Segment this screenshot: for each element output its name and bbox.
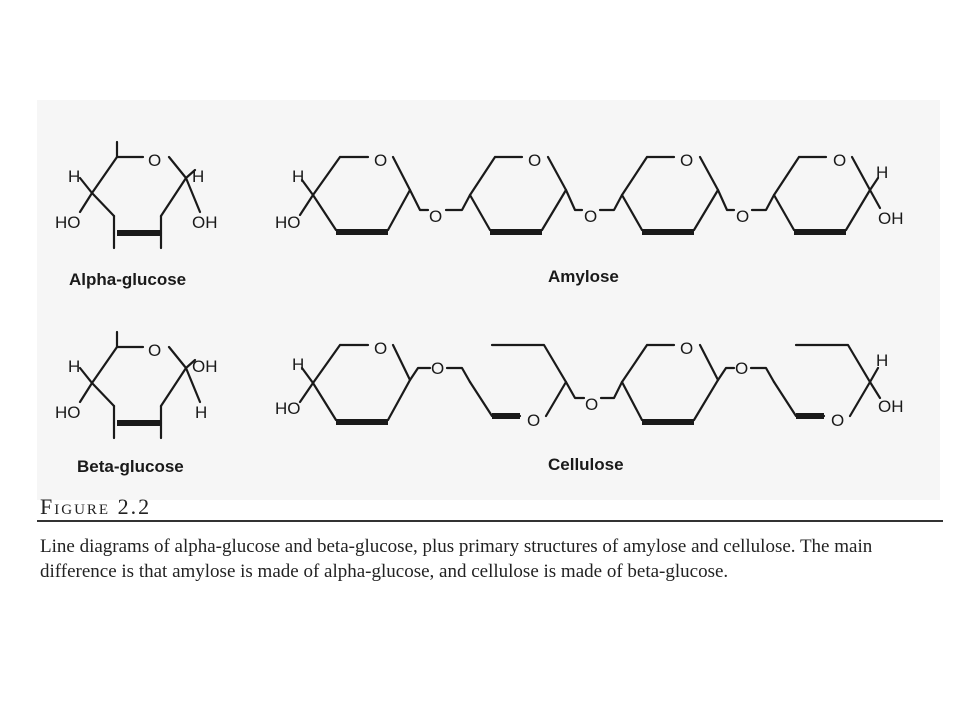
glycosidic-oxygen: O [585, 395, 598, 414]
ho-label: HO [55, 213, 81, 232]
ring-oxygen: O [374, 151, 387, 170]
glycosidic-oxygen: O [735, 359, 748, 378]
amylose-label: Amylose [548, 267, 619, 286]
h-label: H [292, 167, 304, 186]
ring-oxygen: O [527, 411, 540, 430]
ring-oxygen: O [148, 151, 161, 170]
ho-label: HO [55, 403, 81, 422]
ho-label: HO [275, 213, 301, 232]
beta-glucose-structure: O H HO OH H [55, 330, 218, 440]
oh-label: OH [878, 209, 904, 228]
glycosidic-oxygen: O [736, 207, 749, 226]
beta-glucose-label: Beta-glucose [77, 457, 184, 476]
alpha-glucose-structure: O H HO H OH [55, 140, 218, 250]
oh-label: OH [878, 397, 904, 416]
glycosidic-oxygen: O [429, 207, 442, 226]
amylose-structure: O H HO O O O O O O H OH [275, 151, 904, 235]
oh-label: OH [192, 213, 218, 232]
h-label: H [876, 351, 888, 370]
h-label: H [195, 403, 207, 422]
cellulose-label: Cellulose [548, 455, 624, 474]
caption-divider [37, 520, 943, 522]
h-label: H [192, 167, 204, 186]
figure-title: Figure 2.2 [40, 494, 152, 519]
ring-oxygen: O [833, 151, 846, 170]
oh-label: OH [192, 357, 218, 376]
ring-oxygen: O [374, 339, 387, 358]
ring-oxygen: O [528, 151, 541, 170]
ring-oxygen: O [831, 411, 844, 430]
glycosidic-oxygen: O [431, 359, 444, 378]
glycosidic-oxygen: O [584, 207, 597, 226]
h-label: H [68, 167, 80, 186]
cellulose-structure: O H HO O O O O O O H OH [275, 339, 904, 430]
ring-oxygen: O [148, 341, 161, 360]
h-label: H [68, 357, 80, 376]
ho-label: HO [275, 399, 301, 418]
ring-oxygen: O [680, 339, 693, 358]
figure-caption: Line diagrams of alpha-glucose and beta-… [40, 536, 873, 582]
h-label: H [292, 355, 304, 374]
alpha-glucose-label: Alpha-glucose [69, 270, 186, 289]
h-label: H [876, 163, 888, 182]
ring-oxygen: O [680, 151, 693, 170]
